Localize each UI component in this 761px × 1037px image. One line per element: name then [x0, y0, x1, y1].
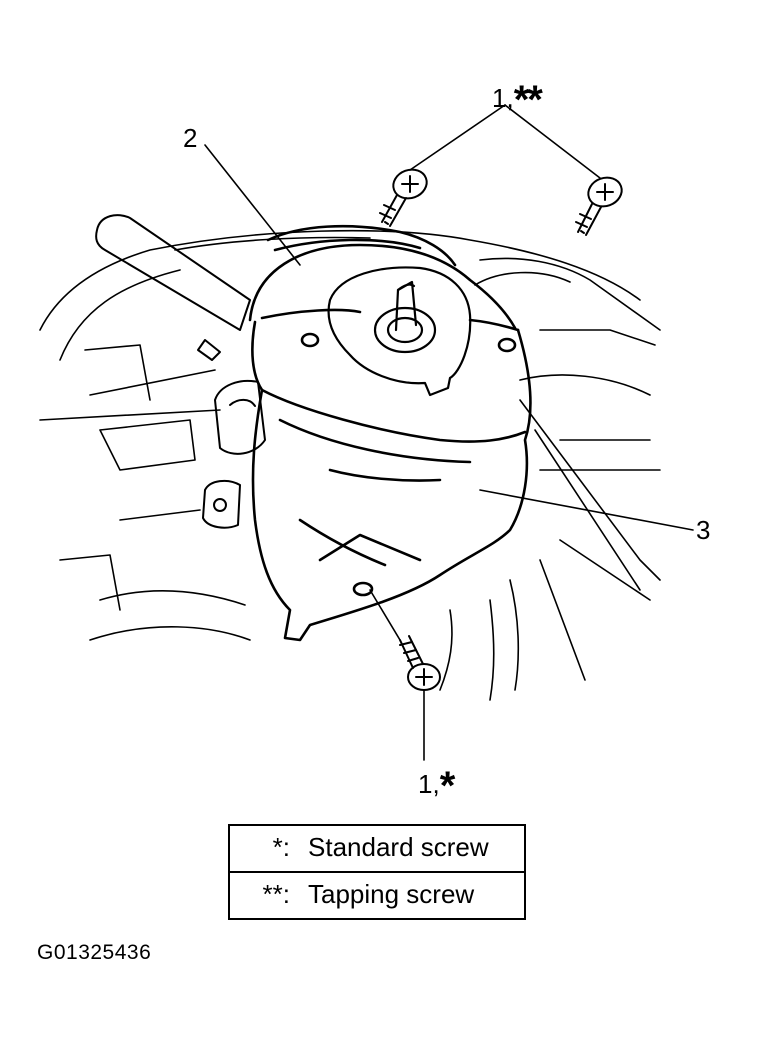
screw-legend: *: Standard screw **: Tapping screw — [228, 824, 526, 920]
combination-switch-lever — [95, 214, 251, 361]
callout-label-lower-cover: 3 — [696, 515, 711, 545]
callout-number: 1, — [492, 83, 514, 113]
dashboard-background — [39, 229, 661, 701]
legend-row: **: Tapping screw — [228, 871, 526, 920]
tapping-screw-top-left — [379, 168, 428, 227]
legend-symbol: *: — [228, 824, 304, 873]
key-cylinder-housing — [202, 380, 266, 529]
callout-label-upper-cover: 2 — [183, 123, 198, 153]
legend-description: Standard screw — [304, 824, 526, 873]
standard-screw-bottom — [399, 635, 441, 691]
leader-lines — [204, 104, 694, 761]
callout-number: 1, — [418, 769, 440, 799]
legend-description: Tapping screw — [304, 871, 526, 920]
upper-column-cover — [248, 224, 520, 353]
tapping-screw-top-right — [575, 176, 623, 236]
legend-symbol: **: — [228, 871, 304, 920]
lower-column-cover — [251, 320, 532, 642]
legend-row: *: Standard screw — [228, 824, 526, 873]
steering-shaft — [327, 266, 472, 397]
callout-label-tapping-screws: 1,** — [492, 78, 543, 122]
callout-marker: ** — [513, 78, 543, 122]
callout-marker: * — [439, 764, 456, 808]
figure-id: G01325436 — [37, 941, 152, 964]
callout-label-standard-screw: 1,* — [418, 764, 456, 808]
